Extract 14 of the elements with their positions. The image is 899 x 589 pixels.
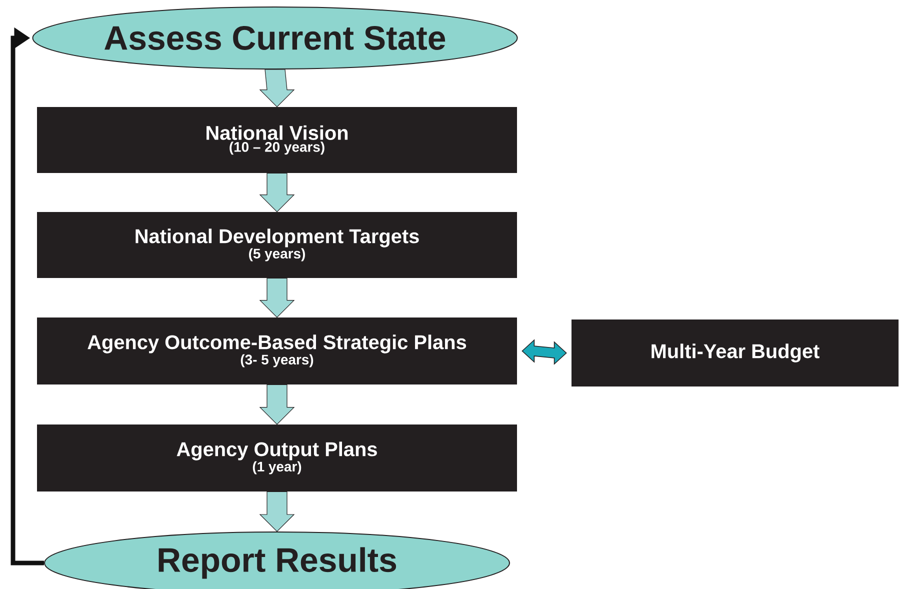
oval-node: Assess Current State [32,6,518,70]
oval-node: Report Results [44,531,510,589]
block-arrow [259,491,295,532]
feedback-arrow [10,27,44,566]
block-arrow [259,69,295,108]
block-arrow [259,278,295,318]
process-box: Multi-Year Budget [572,319,898,386]
double-arrow [522,339,567,365]
process-box: Agency Output Plans (1 year) [37,424,517,492]
process-box: National Vision (10 – 20 years) [37,106,517,173]
process-box: Agency Outcome-Based Strategic Plans (3- 5 years) [37,317,517,384]
block-arrow [259,384,295,425]
process-box: National Development Targets (5 years) [37,212,517,278]
block-arrow [259,172,295,212]
